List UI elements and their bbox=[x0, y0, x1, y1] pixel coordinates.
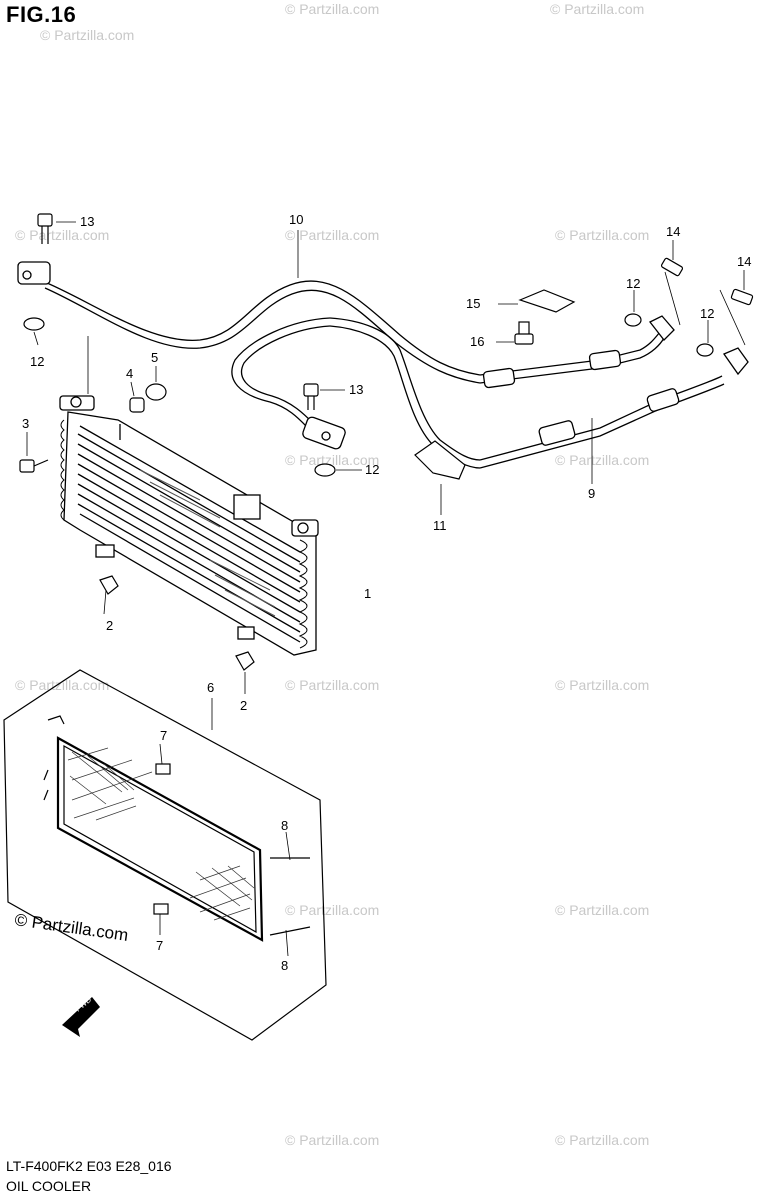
watermark: © Partzilla.com bbox=[555, 452, 649, 468]
diagram-caption: OIL COOLER bbox=[6, 1178, 92, 1194]
leader-lines bbox=[26, 221, 746, 957]
watermark: © Partzilla.com bbox=[555, 1132, 649, 1148]
o-ring-12-left bbox=[23, 317, 45, 331]
collar-4 bbox=[129, 397, 145, 413]
callout-16: 16 bbox=[470, 334, 484, 349]
watermark: © Partzilla.com bbox=[285, 1, 379, 17]
watermark: © Partzilla.com bbox=[285, 452, 379, 468]
watermark: © Partzilla.com bbox=[555, 902, 649, 918]
callout-13: 13 bbox=[80, 214, 94, 229]
o-ring-12-mid bbox=[314, 463, 336, 477]
o-ring-12-right1 bbox=[624, 313, 642, 327]
callout-7: 7 bbox=[160, 728, 167, 743]
bolt-14-a bbox=[660, 257, 684, 277]
watermark: © Partzilla.com bbox=[15, 227, 109, 243]
watermark: © Partzilla.com bbox=[285, 227, 379, 243]
bolt-14-b bbox=[730, 288, 754, 306]
callout-9: 9 bbox=[588, 486, 595, 501]
watermark: © Partzilla.com bbox=[285, 902, 379, 918]
bolt-13-top bbox=[37, 213, 53, 227]
fwd-arrow-icon: FWD bbox=[62, 995, 100, 1037]
callout-12: 12 bbox=[700, 306, 714, 321]
watermark: © Partzilla.com bbox=[555, 677, 649, 693]
grommet-11 bbox=[414, 440, 466, 480]
oil-hose bbox=[479, 315, 749, 469]
oil-cooler-core bbox=[59, 395, 319, 656]
callout-1: 1 bbox=[364, 586, 371, 601]
callout-15: 15 bbox=[466, 296, 480, 311]
callout-3: 3 bbox=[22, 416, 29, 431]
callout-14: 14 bbox=[666, 224, 680, 239]
oil-pipe bbox=[17, 261, 481, 469]
callout-10: 10 bbox=[289, 212, 303, 227]
pad-7-b bbox=[153, 903, 169, 915]
watermark: © Partzilla.com bbox=[285, 677, 379, 693]
watermark: © Partzilla.com bbox=[40, 27, 134, 43]
clamp-15 bbox=[518, 289, 576, 313]
callout-8: 8 bbox=[281, 818, 288, 833]
grommet-5 bbox=[145, 383, 167, 401]
callout-2: 2 bbox=[240, 698, 247, 713]
clip-2-b bbox=[235, 651, 255, 671]
callout-14: 14 bbox=[737, 254, 751, 269]
small-parts bbox=[19, 213, 754, 915]
guard-assembly bbox=[3, 669, 327, 1041]
watermark-group: © Partzilla.com © Partzilla.com © Partzi… bbox=[13, 1, 649, 1148]
diagram-code: LT-F400FK2 E03 E28_016 bbox=[6, 1158, 172, 1174]
callout-2: 2 bbox=[106, 618, 113, 633]
callout-12: 12 bbox=[626, 276, 640, 291]
callout-7: 7 bbox=[156, 938, 163, 953]
callout-12: 12 bbox=[30, 354, 44, 369]
pad-7-a bbox=[155, 763, 171, 775]
watermark: © Partzilla.com bbox=[550, 1, 644, 17]
figure-title: FIG.16 bbox=[6, 2, 77, 27]
callout-11: 11 bbox=[433, 518, 447, 533]
callout-5: 5 bbox=[151, 350, 158, 365]
bolt-3 bbox=[19, 459, 35, 473]
watermark: © Partzilla.com bbox=[15, 677, 109, 693]
callout-8: 8 bbox=[281, 958, 288, 973]
callout-13: 13 bbox=[349, 382, 363, 397]
callout-12: 12 bbox=[365, 462, 379, 477]
watermark: © Partzilla.com bbox=[555, 227, 649, 243]
callout-6: 6 bbox=[207, 680, 214, 695]
clip-2-a bbox=[99, 575, 119, 595]
o-ring-12-right2 bbox=[696, 343, 714, 357]
watermark: © Partzilla.com bbox=[285, 1132, 379, 1148]
callout-labels: 1 2 2 3 4 5 6 7 7 8 8 9 10 11 12 12 12 1… bbox=[22, 212, 751, 973]
callout-4: 4 bbox=[126, 366, 133, 381]
bolt-13-mid bbox=[303, 383, 319, 397]
